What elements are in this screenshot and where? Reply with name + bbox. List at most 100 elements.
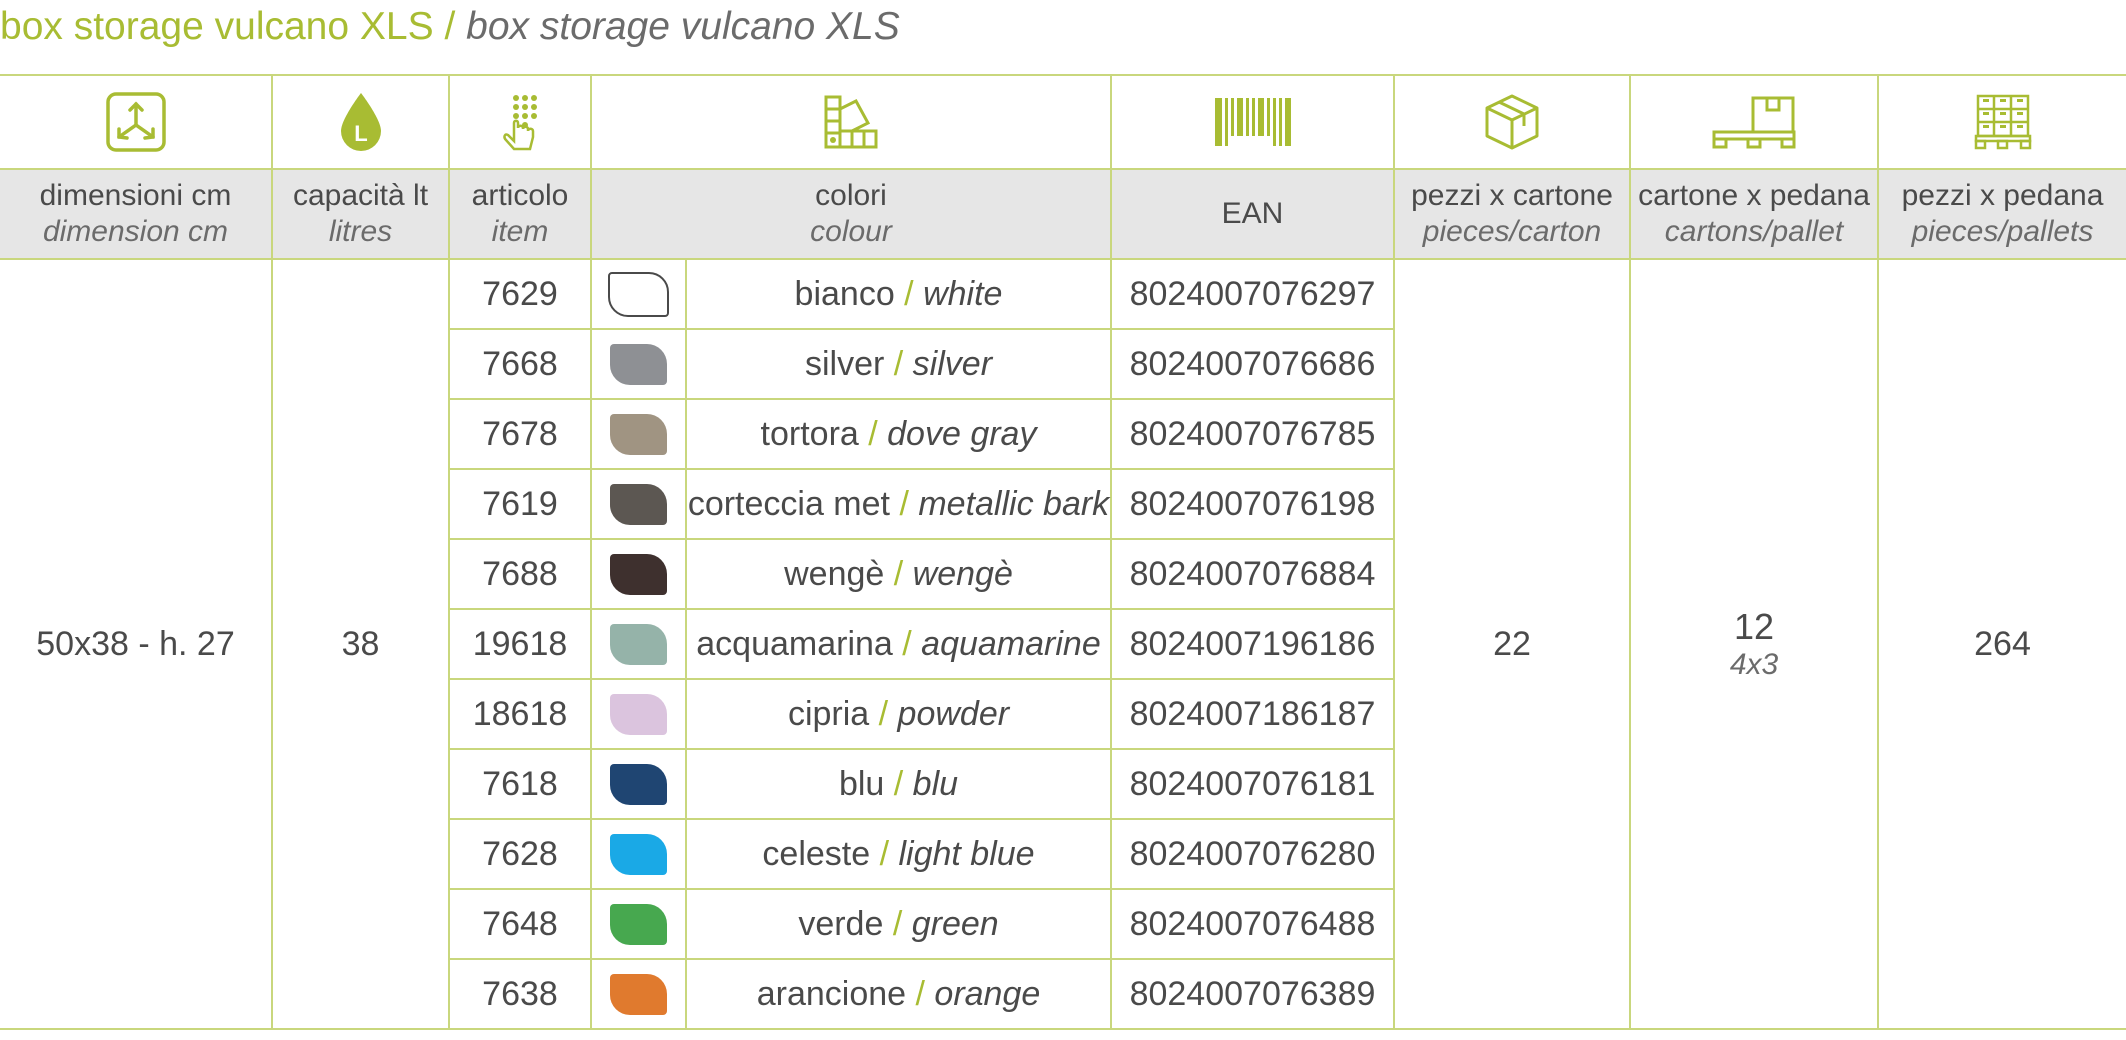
pieces-pallet-icon-cell — [1877, 74, 2126, 170]
colour-name-en: light blue — [898, 834, 1035, 873]
swatch-cell — [590, 258, 687, 330]
colour-name-it: wengè — [784, 554, 885, 593]
item-code: 7618 — [448, 748, 592, 820]
title-separator: / — [444, 5, 456, 48]
swatch-cell — [590, 608, 687, 680]
item-code-icon — [503, 95, 537, 151]
item-icon-cell — [448, 74, 592, 170]
item-code: 7628 — [448, 818, 592, 890]
product-table: L — [0, 74, 2126, 1030]
header-colour-en: colour — [810, 215, 892, 248]
page-title: box storage vulcano XLS / box storage vu… — [0, 2, 900, 52]
colour-swatch — [610, 973, 667, 1015]
ean-code: 8024007076389 — [1110, 958, 1395, 1030]
barcode-icon — [1214, 98, 1291, 146]
header-pieces-pallet-it: pezzi x pedana — [1901, 179, 2104, 212]
swatch-cell — [590, 328, 687, 400]
colour-separator: / — [870, 834, 899, 873]
colour-name-en: dove gray — [887, 414, 1037, 453]
colour-name-it: blu — [838, 764, 885, 803]
header-dimensions-it: dimensioni cm — [39, 179, 232, 212]
ean-code: 8024007076884 — [1110, 538, 1395, 610]
colour-separator: / — [884, 764, 913, 803]
colour-name-it: acquamarina — [696, 624, 893, 663]
colour-name-it: corteccia met — [687, 484, 890, 523]
swatch-cell — [590, 818, 687, 890]
pieces-carton-icon-cell — [1393, 74, 1631, 170]
colour-separator: / — [884, 554, 913, 593]
pieces-pallet-value: 264 — [1877, 258, 2126, 1030]
header-colour: colori colour — [590, 168, 1112, 260]
capacity-icon-cell: L — [271, 74, 450, 170]
colour-swatch — [610, 413, 667, 455]
pallet-icon — [1974, 94, 2031, 150]
dimensions-icon — [105, 92, 166, 152]
item-code: 7638 — [448, 958, 592, 1030]
swatch-cell — [590, 748, 687, 820]
header-capacity-en: litres — [328, 215, 393, 248]
colour-swatch — [610, 623, 667, 665]
colour-name: blu / blu — [685, 748, 1112, 820]
item-code: 7678 — [448, 398, 592, 470]
colour-swatches-icon — [824, 95, 878, 149]
colour-name-en: orange — [934, 974, 1041, 1013]
title-main: box storage vulcano XLS — [0, 5, 434, 48]
swatch-cell — [590, 398, 687, 470]
ean-code: 8024007076198 — [1110, 468, 1395, 540]
header-item: articolo item — [448, 168, 592, 260]
colour-name: arancione / orange — [685, 958, 1112, 1030]
colour-name-en: metallic bark — [918, 484, 1110, 523]
icon-row: L — [0, 74, 2126, 170]
cartons-pallet-icon-cell — [1629, 74, 1879, 170]
colour-name-en: blu — [912, 764, 959, 803]
colour-separator: / — [884, 344, 913, 383]
colour-name-en: green — [911, 904, 999, 943]
colour-separator: / — [890, 484, 919, 523]
colour-name-en: wengè — [912, 554, 1013, 593]
colour-name: cipria / powder — [685, 678, 1112, 750]
colour-swatch — [610, 903, 667, 945]
carton-box-icon — [1485, 94, 1539, 150]
dimensions-icon-cell — [0, 74, 273, 170]
colour-swatch — [610, 763, 667, 805]
colour-name-it: tortora — [760, 414, 859, 453]
capacity-drop-icon: L — [340, 93, 381, 151]
ean-code: 8024007076488 — [1110, 888, 1395, 960]
colour-swatch — [610, 343, 667, 385]
header-pieces-carton-it: pezzi x cartone — [1411, 179, 1613, 212]
swatch-cell — [590, 678, 687, 750]
header-pieces-pallet: pezzi x pedana pieces/pallets — [1877, 168, 2126, 260]
ean-code: 8024007076297 — [1110, 258, 1395, 330]
header-cartons-pallet-en: cartons/pallet — [1664, 215, 1844, 248]
colour-swatch — [610, 483, 667, 525]
colour-name: acquamarina / aquamarine — [685, 608, 1112, 680]
colour-name-it: verde — [798, 904, 884, 943]
dimensions-value: 50x38 - h. 27 — [0, 258, 273, 1030]
swatch-cell — [590, 888, 687, 960]
colour-swatch — [608, 271, 669, 317]
header-capacity-it: capacità lt — [292, 179, 429, 212]
header-cartons-pallet: cartone x pedana cartons/pallet — [1629, 168, 1879, 260]
colour-name: verde / green — [685, 888, 1112, 960]
colour-name-it: bianco — [794, 274, 895, 313]
capacity-value: 38 — [271, 258, 450, 1030]
colour-separator: / — [906, 974, 935, 1013]
ean-code: 8024007196186 — [1110, 608, 1395, 680]
ean-code: 8024007076181 — [1110, 748, 1395, 820]
colour-name: silver / silver — [685, 328, 1112, 400]
header-pieces-carton: pezzi x cartone pieces/carton — [1393, 168, 1631, 260]
header-pieces-pallet-en: pieces/pallets — [1911, 215, 2094, 248]
colour-name-en: powder — [897, 694, 1010, 733]
swatch-cell — [590, 538, 687, 610]
colour-name-en: aquamarine — [921, 624, 1101, 663]
colour-name: tortora / dove gray — [685, 398, 1112, 470]
title-translation: box storage vulcano XLS — [466, 5, 900, 48]
